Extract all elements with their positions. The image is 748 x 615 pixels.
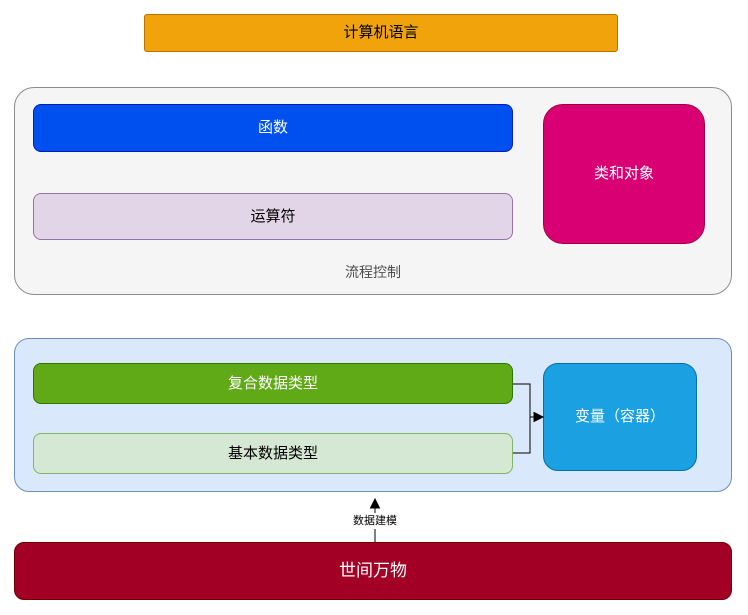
node-composite-data-type: 复合数据类型	[33, 363, 513, 404]
arrowhead-up-icon	[369, 497, 381, 509]
group-program-structure-label: 流程控制	[14, 262, 732, 282]
node-variable-container: 变量（容器）	[543, 363, 697, 471]
flow-control-label: 流程控制	[345, 264, 401, 280]
node-basic-data-type-label: 基本数据类型	[227, 444, 318, 462]
node-function: 函数	[33, 104, 513, 152]
node-operator-label: 运算符	[250, 207, 296, 225]
node-class-and-object-label: 类和对象	[593, 165, 654, 182]
data-modeling-label: 数据建模	[353, 515, 397, 527]
node-computer-language-label: 计算机语言	[343, 24, 419, 41]
node-everything-in-world-label: 世间万物	[339, 560, 407, 580]
node-basic-data-type: 基本数据类型	[33, 433, 513, 474]
node-everything-in-world: 世间万物	[14, 542, 732, 600]
node-class-and-object: 类和对象	[543, 104, 705, 244]
node-function-label: 函数	[257, 119, 288, 136]
node-computer-language: 计算机语言	[144, 14, 618, 52]
node-operator: 运算符	[33, 193, 513, 240]
node-variable-container-label: 变量（容器）	[574, 408, 665, 425]
node-composite-data-type-label: 复合数据类型	[227, 374, 318, 392]
edge-label-data-modeling: 数据建模	[350, 513, 400, 530]
